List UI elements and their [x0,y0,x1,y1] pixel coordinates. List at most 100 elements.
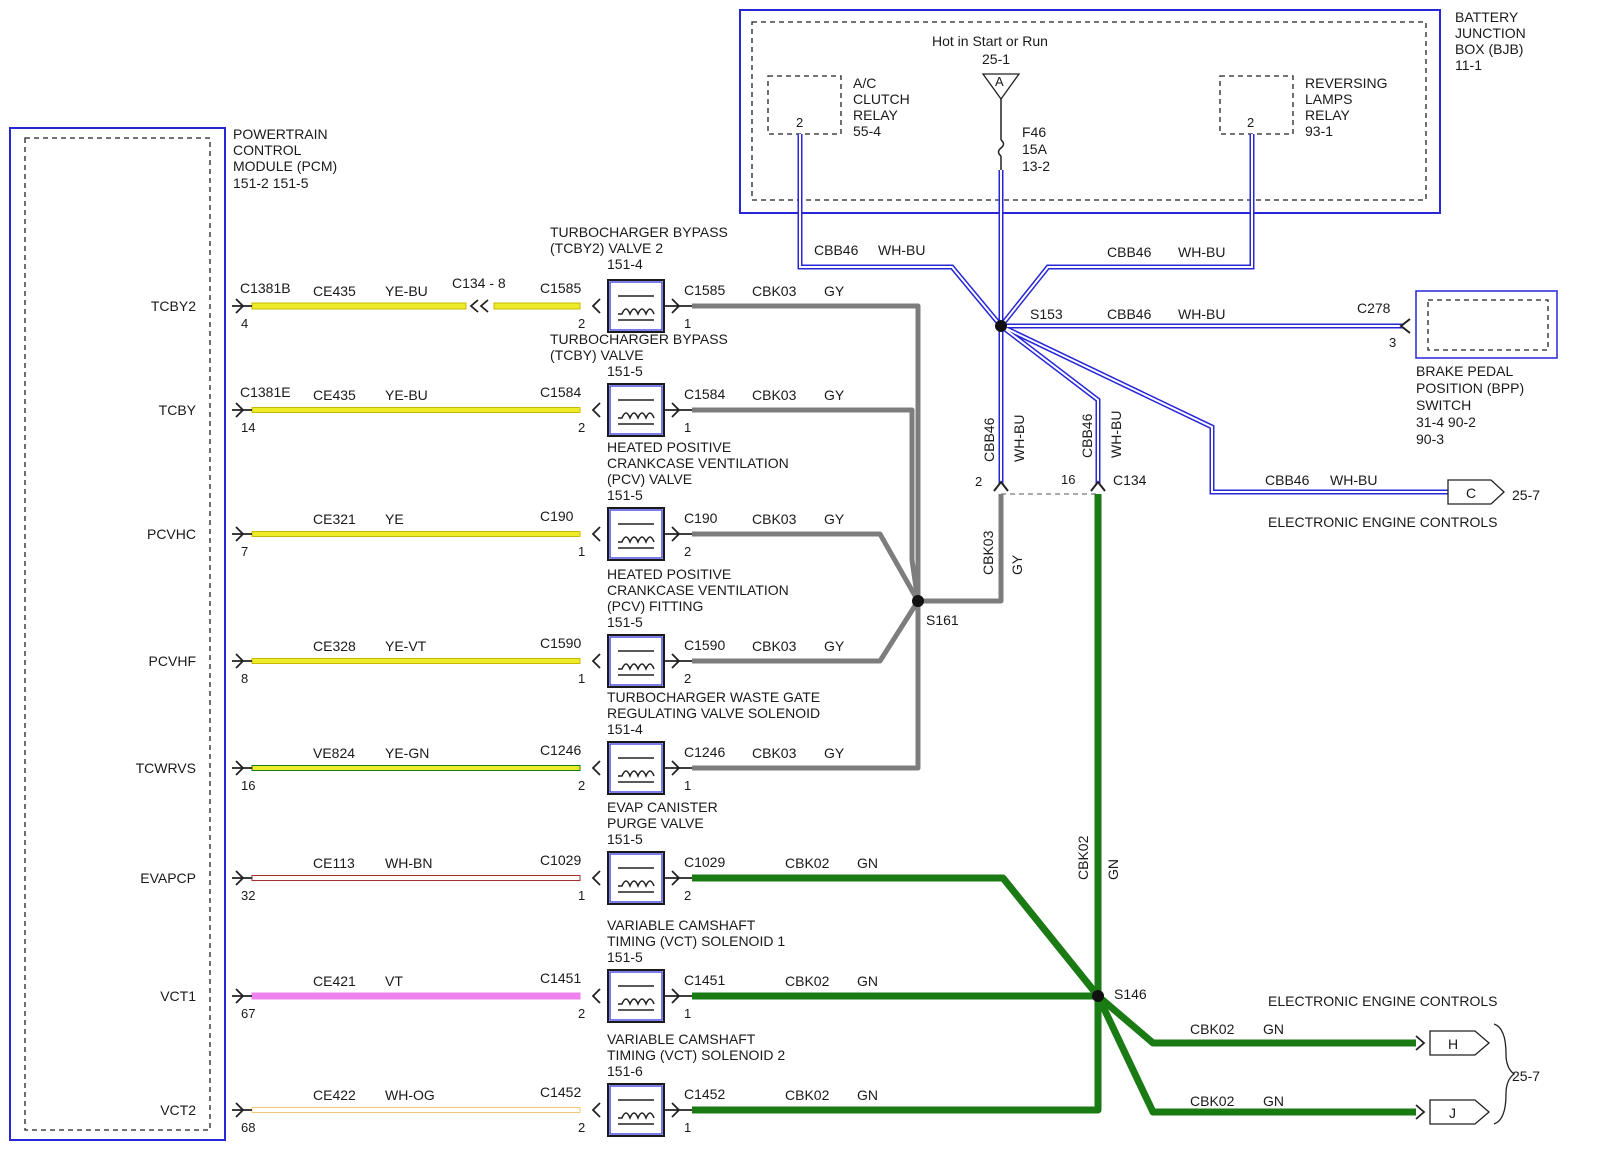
dev-pin-in-pcvhc: 1 [578,544,585,559]
signal-tcby2: TCBY2 [151,298,196,314]
signal-pcvhc: PCVHC [147,526,196,542]
eec-h-letter: H [1448,1036,1458,1052]
dev-in-arrow-icon [591,653,601,669]
rev-relay-label-2: LAMPS [1305,91,1352,107]
dev-pin-out-pcvhf: 2 [684,671,691,686]
wire-id-pcvhf: CE328 [313,638,356,654]
reversing-lamps-relay-box [1219,75,1294,135]
cbb46-vert-a: CBB46 [981,417,997,462]
cbk02-vert: CBK02 [1075,835,1091,880]
whbu-label-d: WH-BU [1330,472,1377,488]
cbb46-label-c: CBB46 [1107,306,1152,322]
eec-hj-ref: 25-7 [1512,1068,1540,1084]
pcm-label-4: 151-2 151-5 [233,175,309,191]
c134-name: C134 [1113,472,1147,488]
device-title-pcvhc-2: (PCV) VALVE [607,471,692,487]
out-circuit-evapcp: CBK02 [785,855,830,871]
signal-vct1: VCT1 [160,988,196,1004]
coil-icon [618,399,655,425]
device-title-vct2-2: 151-6 [607,1063,643,1079]
dev-pin-in-vct1: 2 [578,1006,585,1021]
wire-pcm-tcby2 [251,302,467,310]
device-title-pcvhf-3: 151-5 [607,614,643,630]
device-title-pcvhf-0: HEATED POSITIVE [607,566,731,582]
gn-h-label: GN [1263,1021,1284,1037]
pcm-pin-arrow-icon [232,760,252,776]
dev-pin-out-vct1: 1 [684,1006,691,1021]
solenoid-vct1 [607,969,665,1023]
pcm-conn-tcby2: C1381B [240,280,291,296]
pcm-pin-arrow-icon [232,870,252,886]
device-title-tcby-2: 151-5 [607,363,643,379]
wire-id-pcvhc: CE321 [313,511,356,527]
eec-hj-title: ELECTRONIC ENGINE CONTROLS [1268,993,1497,1009]
out-circuit-tcby: CBK03 [752,387,797,403]
wire-id-evapcp: CE113 [313,855,355,871]
pcm-pin-tcby2: 4 [241,316,248,331]
device-title-pcvhf-2: (PCV) FITTING [607,598,703,614]
pcm-pin-arrow-icon [232,402,252,418]
whbu-label-b: WH-BU [1178,244,1225,260]
dev-pin-in-pcvhf: 1 [578,671,585,686]
cbk02-h-label: CBK02 [1190,1021,1235,1037]
gy-wires [692,303,1004,771]
dev-conn-in-vct2: C1452 [540,1084,581,1100]
dev-out-arrow-icon [664,402,692,418]
wire-id-tcwrvs: VE824 [313,745,355,761]
bpp-conn: C278 [1357,300,1391,316]
coil-icon [618,650,655,676]
inline-connector-icon [469,299,489,313]
device-title-evapcp-2: 151-5 [607,831,643,847]
wire-id-tcby2: CE435 [313,283,356,299]
bjb-label-1: BATTERY [1455,9,1519,25]
dev-in-arrow-icon [591,298,601,314]
inline-connector-label: C134 - 8 [452,275,506,291]
dev-out-arrow-icon [664,526,692,542]
pcm-pin-arrow-icon [232,298,252,314]
device-title-pcvhc-0: HEATED POSITIVE [607,439,731,455]
eec-c-ref: 25-7 [1512,487,1540,503]
cbb46-vert-b: CBB46 [1079,413,1095,458]
coil-icon [618,867,655,893]
solenoid-pcvhf [607,634,665,688]
power-triangle-icon [981,73,1021,101]
wire-dev-tcby2 [493,302,581,310]
signal-tcwrvs: TCWRVS [136,760,196,776]
wh-bu-labels: CBB46 WH-BU CBB46 WH-BU S153 CBB46 WH-BU… [814,242,1377,488]
bjb-label-2: JUNCTION [1455,25,1526,41]
dev-in-arrow-icon [591,526,601,542]
wire-tcby [251,407,581,413]
wire-evapcp [251,875,581,881]
signal-pcvhf: PCVHF [149,653,196,669]
device-title-tcwrvs-2: 151-4 [607,721,643,737]
wire-id-vct2: CE422 [313,1087,356,1103]
device-title-vct2-0: VARIABLE CAMSHAFT [607,1031,756,1047]
splice-s153-dot [995,320,1007,332]
dev-conn-out-vct2: C1452 [684,1086,725,1102]
dev-conn-out-tcby2: C1585 [684,282,725,298]
coil-icon [618,757,655,783]
signal-vct2: VCT2 [160,1102,196,1118]
out-circuit-vct2: CBK02 [785,1087,830,1103]
rev-relay-label-4: 93-1 [1305,123,1333,139]
dev-pin-in-vct2: 2 [578,1120,585,1135]
dev-conn-out-pcvhc: C190 [684,510,718,526]
dev-conn-in-evapcp: C1029 [540,852,581,868]
device-title-vct2-1: TIMING (VCT) SOLENOID 2 [607,1047,785,1063]
hot-ref: 25-1 [982,51,1010,67]
pcm-label-1: POWERTRAIN [233,126,328,142]
out-color-tcby2: GY [824,283,845,299]
wire-vct1 [251,992,581,1000]
wire-color-evapcp: WH-BN [385,855,432,871]
cbk03-vert: CBK03 [980,530,996,575]
coil-icon [618,295,655,321]
device-title-evapcp-1: PURGE VALVE [607,815,704,831]
dev-pin-in-tcwrvs: 2 [578,778,585,793]
bpp-label-5: 90-3 [1416,431,1444,447]
dev-pin-out-vct2: 1 [684,1120,691,1135]
dev-conn-out-evapcp: C1029 [684,854,725,870]
pcm-pin-arrow-icon [232,988,252,1004]
gn-j-label: GN [1263,1093,1284,1109]
rev-relay-label-1: REVERSING [1305,75,1387,91]
out-color-vct1: GN [857,973,878,989]
